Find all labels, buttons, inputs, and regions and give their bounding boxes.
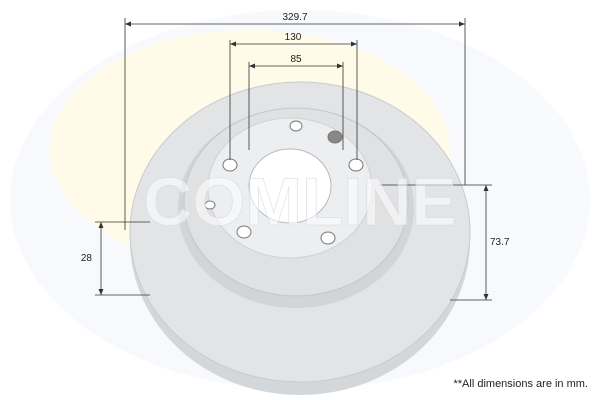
dim-thickness: 28 [81,253,93,264]
dim-outer-diameter: 329.7 [282,12,307,23]
dim-pcd: 130 [285,32,302,43]
brake-disc [129,81,471,395]
dimension-arrows [98,21,489,300]
dimension-lines [95,18,492,301]
watermark-logo: COMLINE [143,164,457,240]
dim-center-bore: 85 [290,54,302,65]
bolt-holes [204,120,364,245]
dim-height: 73.7 [490,237,510,248]
units-note: **All dimensions are in mm. [453,378,589,390]
